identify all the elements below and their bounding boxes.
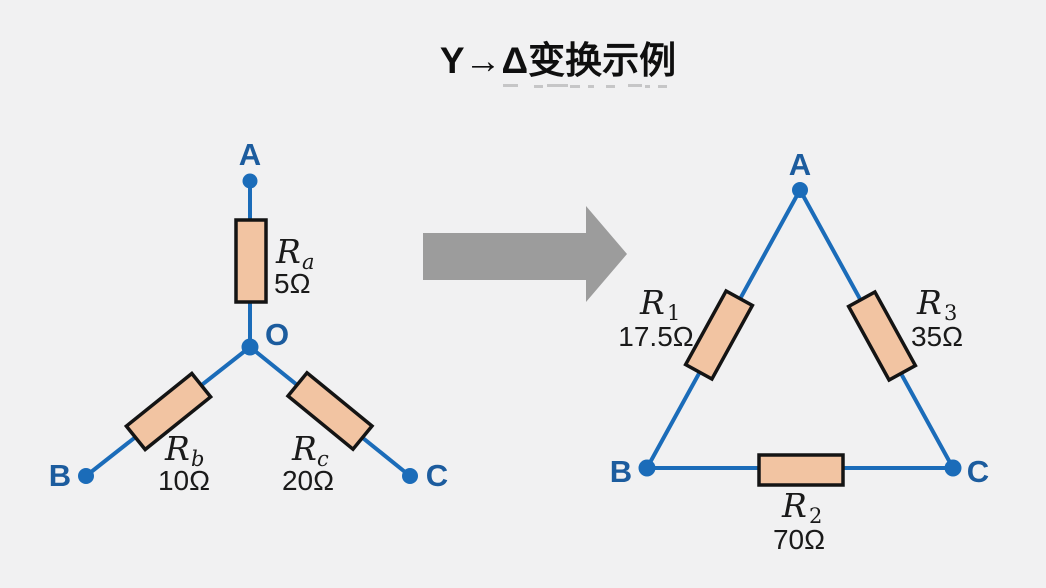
wye-node-o-label: O [265,317,289,352]
resistor-r2-symbol: R [781,486,807,525]
resistor-r2-subscript: 2 [809,504,822,528]
resistor-rb-value: 10Ω [158,465,210,496]
delta-node-c-dot [944,459,962,477]
wye-node-c-dot [402,468,418,484]
delta-node-a-dot [792,182,808,198]
resistor-rc-value: 20Ω [282,465,334,496]
resistor-r1 [683,288,755,382]
resistor-r3-value: 35Ω [911,321,963,352]
resistor-r3-symbol: R [916,283,942,322]
resistor-rb-subscript: b [191,447,204,471]
wye-node-a-dot [242,173,258,189]
wye-node-b-dot [78,468,94,484]
delta-node-a-label: A [789,147,811,182]
resistor-rc-subscript: c [317,447,329,471]
wye-node-c-label: C [426,458,448,493]
delta-node-b-label: B [610,454,632,489]
resistor-r2 [757,453,845,487]
resistor-ra [234,218,268,304]
resistor-r1-value: 17.5Ω [618,321,693,352]
resistor-r1-symbol: R [639,283,665,322]
resistor-ra-symbol: R [275,232,301,271]
wye-network: A O B C R a 5Ω R b 10Ω R c 20Ω [49,137,448,496]
resistor-r1-subscript: 1 [667,301,680,325]
wye-node-b-label: B [49,458,71,493]
resistor-r2-value: 70Ω [773,524,825,555]
wye-node-o-dot [241,338,259,356]
resistor-rc [285,370,375,452]
wye-node-a-label: A [239,137,261,172]
delta-node-c-label: C [967,454,989,489]
resistor-ra-value: 5Ω [274,268,311,299]
page-title: Y→Δ变换示例 [440,40,676,81]
resistor-r3 [846,289,918,383]
delta-network: A B C R 1 17.5Ω R 3 35Ω R 2 70Ω [610,147,989,555]
resistor-ra-subscript: a [302,250,315,274]
resistor-rb-symbol: R [164,429,190,468]
resistor-rb [123,371,214,452]
resistor-rc-symbol: R [291,429,317,468]
delta-node-b-dot [638,459,656,477]
resistor-r3-subscript: 3 [944,301,957,325]
transform-arrow-icon [423,206,627,302]
clipped-subtitle-artifact [503,84,667,88]
